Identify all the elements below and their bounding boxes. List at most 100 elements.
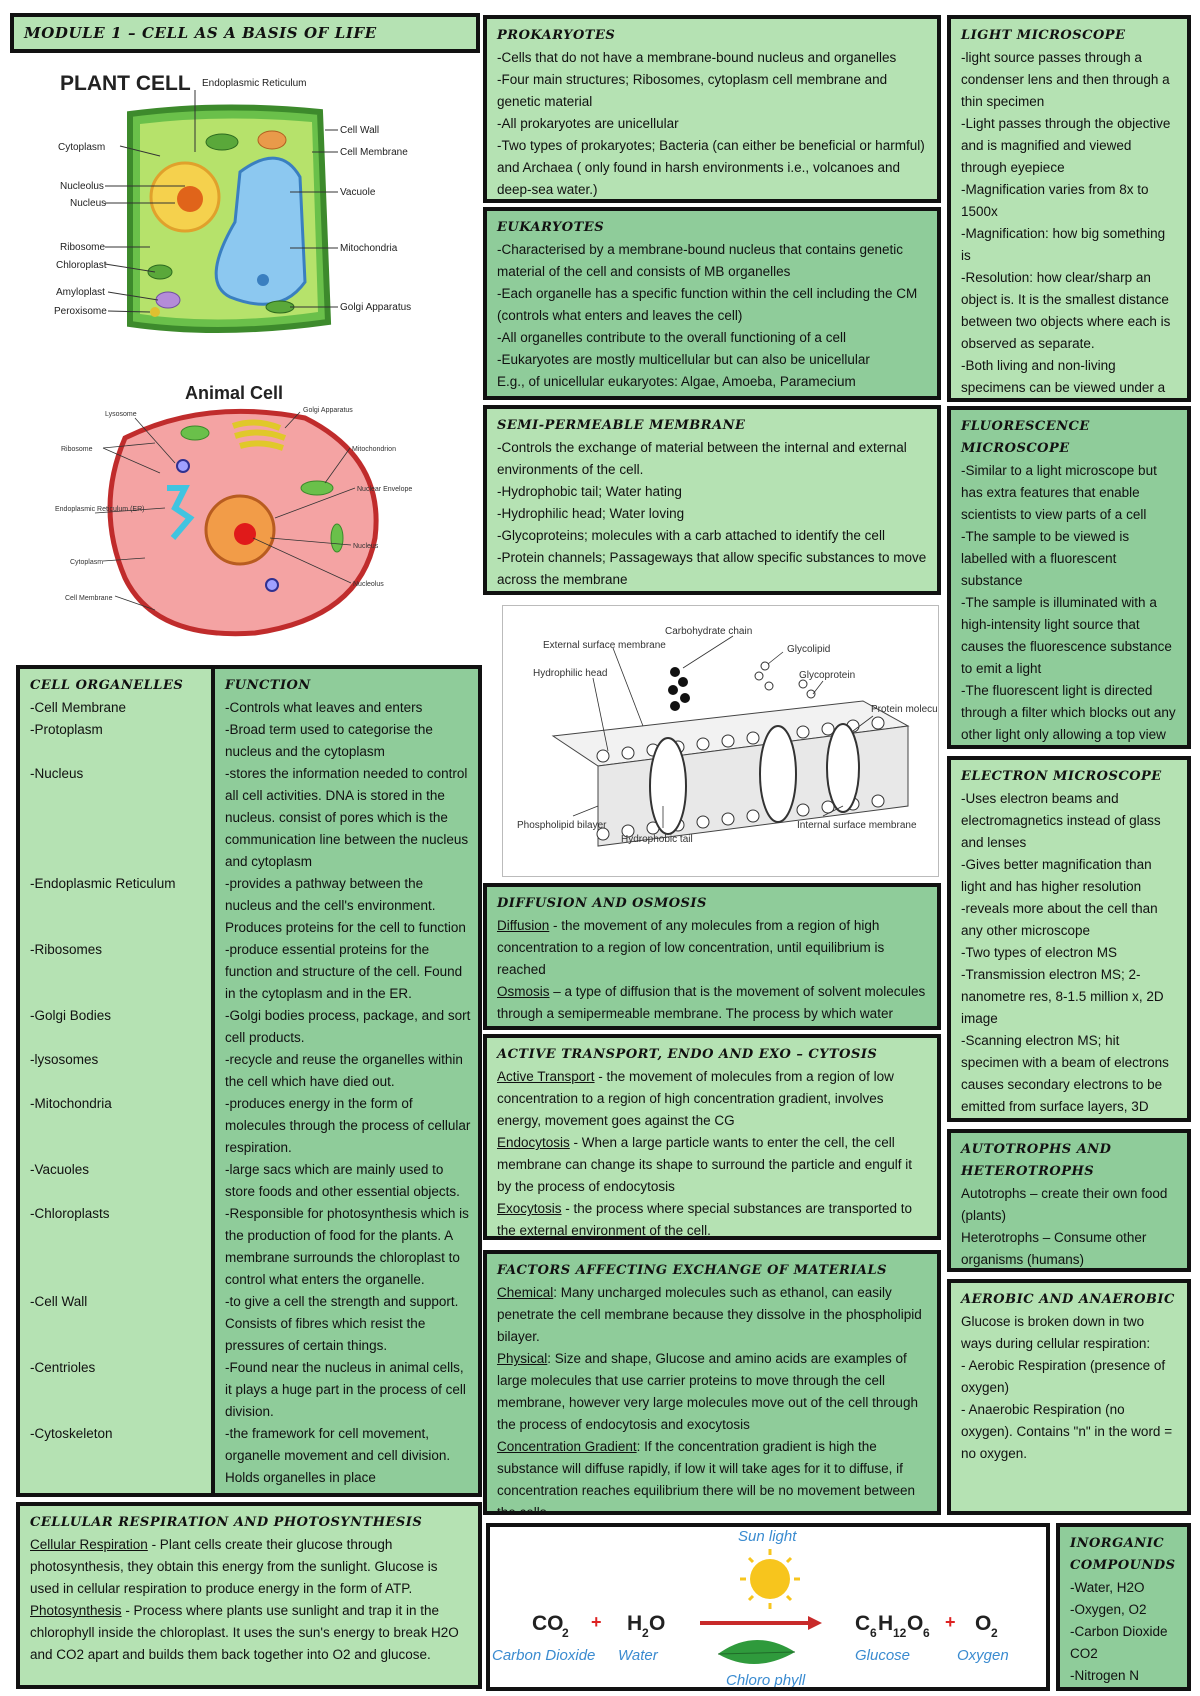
membrane-label-carb-chain: Carbohydrate chain bbox=[665, 626, 752, 637]
plant-label-cytoplasm: Cytoplasm bbox=[58, 142, 105, 153]
plant-label-nucleus: Nucleus bbox=[70, 198, 106, 209]
photosynthesis-paragraph: Photosynthesis - Process where plants us… bbox=[30, 1600, 468, 1666]
electron-line: -reveals more about the cell than any ot… bbox=[961, 901, 1158, 938]
autotrophs-line: Heterotrophs – Consume other organisms (… bbox=[961, 1230, 1147, 1267]
endocytosis-text: - When a large particle wants to enter t… bbox=[497, 1135, 913, 1194]
semi-permeable-line: -Controls the exchange of material betwe… bbox=[497, 440, 907, 477]
light-microscope-heading: LIGHT MICROSCOPE bbox=[961, 28, 1126, 43]
organelle-function: -produces energy in the form of molecule… bbox=[225, 1096, 471, 1155]
sun-icon bbox=[740, 1549, 800, 1609]
gradient-term: Concentration Gradient bbox=[497, 1439, 637, 1454]
diffusion-heading: DIFFUSION AND OSMOSIS bbox=[497, 896, 707, 911]
electron-microscope-box: ELECTRON MICROSCOPE -Uses electron beams… bbox=[947, 756, 1191, 1122]
organelle-name: -Ribosomes bbox=[30, 942, 103, 957]
organelle-name: -Mitochondria bbox=[30, 1096, 112, 1111]
physical-term: Physical bbox=[497, 1351, 548, 1366]
plant-label-chloroplast: Chloroplast bbox=[56, 260, 107, 271]
animal-label-nucleolus: Nucleolus bbox=[353, 581, 384, 588]
label-water: Water bbox=[618, 1647, 659, 1664]
plant-label-golgi: Golgi Apparatus bbox=[340, 302, 411, 313]
organelle-name: -Cell Wall bbox=[30, 1294, 88, 1309]
prokaryotes-heading: PROKARYOTES bbox=[497, 28, 616, 43]
glucose-o: O bbox=[907, 1612, 923, 1635]
co2-formula: CO bbox=[532, 1612, 564, 1635]
organelles-function-column: FUNCTION -Controls what leaves and enter… bbox=[215, 669, 478, 1493]
autotrophs-box: AUTOTROPHS AND HETEROTROPHS Autotrophs –… bbox=[947, 1129, 1191, 1272]
glucose-c: C bbox=[855, 1612, 870, 1635]
plant-cell-heading: PLANT CELL bbox=[60, 72, 191, 95]
inorganic-line: -Oxygen, O2 bbox=[1070, 1602, 1147, 1617]
organelle-function: -large sacs which are mainly used to sto… bbox=[225, 1162, 460, 1199]
active-transport-heading: ACTIVE TRANSPORT, ENDO AND EXO – CYTOSIS bbox=[497, 1047, 878, 1062]
leaf-icon bbox=[717, 1639, 796, 1665]
light-microscope-line: -Light passes through the objective and … bbox=[961, 116, 1171, 175]
plant-label-nucleolus: Nucleolus bbox=[60, 181, 104, 192]
organelle-function: -Broad term used to categorise the nucle… bbox=[225, 722, 433, 759]
osmosis-term: Osmosis bbox=[497, 984, 550, 999]
chlorophyll-label: Chloro phyll bbox=[726, 1672, 806, 1687]
eukaryotes-heading: EUKARYOTES bbox=[497, 220, 605, 235]
animal-label-nuclear-envelope: Nuclear Envelope bbox=[357, 486, 412, 493]
organelle-function: -Golgi bodies process, package, and sort… bbox=[225, 1008, 471, 1045]
chemical-text: : Many uncharged molecules such as ethan… bbox=[497, 1285, 922, 1344]
page-title-box: MODULE 1 – CELL AS A BASIS OF LIFE bbox=[10, 13, 480, 53]
aerobic-heading: AEROBIC AND ANAEROBIC bbox=[961, 1292, 1175, 1307]
organelle-function: -the framework for cell movement, organe… bbox=[225, 1426, 451, 1485]
prokaryotes-box: PROKARYOTES -Cells that do not have a me… bbox=[483, 15, 941, 203]
light-microscope-line: -Magnification varies from 8x to 1500x bbox=[961, 182, 1149, 219]
prokaryotes-line: -Four main structures; Ribosomes, cytopl… bbox=[497, 72, 888, 109]
respiration-heading: CELLULAR RESPIRATION AND PHOTOSYNTHESIS bbox=[30, 1515, 423, 1530]
glucose-h: H bbox=[878, 1612, 893, 1635]
electron-line: -Two types of electron MS bbox=[961, 945, 1118, 960]
animal-label-cell-membrane: Cell Membrane bbox=[65, 595, 113, 602]
membrane-label-glycoprotein: Glycoprotein bbox=[799, 670, 855, 681]
o2-formula: O bbox=[975, 1612, 991, 1635]
respiration-box: CELLULAR RESPIRATION AND PHOTOSYNTHESIS … bbox=[16, 1502, 482, 1689]
inorganic-heading: INORGANIC COMPOUNDS bbox=[1070, 1536, 1176, 1573]
membrane-label-external: External surface membrane bbox=[543, 640, 666, 651]
organelle-name: -Centrioles bbox=[30, 1360, 96, 1375]
inorganic-box: INORGANIC COMPOUNDS -Water, H2O -Oxygen,… bbox=[1056, 1523, 1191, 1691]
inorganic-line: -Carbon Dioxide CO2 bbox=[1070, 1624, 1168, 1661]
exocytosis-text: - the process where special substances a… bbox=[497, 1201, 912, 1238]
animal-label-ribosome: Ribosome bbox=[61, 446, 93, 453]
label-carbon-dioxide: Carbon Dioxide bbox=[492, 1647, 595, 1664]
h2o-h: H bbox=[627, 1612, 642, 1635]
photosynthesis-term: Photosynthesis bbox=[30, 1603, 122, 1618]
membrane-label-bilayer: Phospholipid bilayer bbox=[517, 820, 607, 831]
eukaryotes-box: EUKARYOTES -Characterised by a membrane-… bbox=[483, 207, 941, 400]
eukaryotes-line: -Characterised by a membrane-bound nucle… bbox=[497, 242, 903, 279]
o2-subscript: 2 bbox=[991, 1626, 998, 1640]
electron-line: -Uses electron beams and electromagnetic… bbox=[961, 791, 1161, 850]
organelle-name: -Vacuoles bbox=[30, 1162, 90, 1177]
organelle-function: -stores the information needed to contro… bbox=[225, 766, 469, 869]
light-microscope-box: LIGHT MICROSCOPE -light source passes th… bbox=[947, 15, 1191, 402]
active-transport-text: - the movement of molecules from a regio… bbox=[497, 1069, 894, 1128]
light-microscope-line: -light source passes through a condenser… bbox=[961, 50, 1170, 109]
active-transport-box: ACTIVE TRANSPORT, ENDO AND EXO – CYTOSIS… bbox=[483, 1034, 941, 1240]
glucose-h-sub: 12 bbox=[893, 1626, 907, 1640]
physical-text: : Size and shape, Glucose and amino acid… bbox=[497, 1351, 918, 1432]
fluorescence-heading: FLUORESCENCE MICROSCOPE bbox=[961, 419, 1090, 456]
organelle-name: -Nucleus bbox=[30, 766, 84, 781]
glucose-o-sub: 6 bbox=[923, 1626, 930, 1640]
organelle-name: -Golgi Bodies bbox=[30, 1008, 112, 1023]
autotrophs-line: Autotrophs – create their own food (plan… bbox=[961, 1186, 1168, 1223]
semi-permeable-line: -Glycoproteins; molecules with a carb at… bbox=[497, 528, 885, 543]
semi-permeable-line: -Protein channels; Passageways that allo… bbox=[497, 550, 927, 587]
chemical-paragraph: Chemical: Many uncharged molecules such … bbox=[497, 1282, 927, 1348]
plant-label-peroxisome: Peroxisome bbox=[54, 306, 107, 317]
chemical-term: Chemical bbox=[497, 1285, 554, 1300]
prokaryotes-line: -Cells that do not have a membrane-bound… bbox=[497, 50, 897, 65]
organelle-function: -Responsible for photosynthesis which is… bbox=[225, 1206, 469, 1287]
aerobic-box: AEROBIC AND ANAEROBIC Glucose is broken … bbox=[947, 1279, 1191, 1515]
electron-line: -Scanning electron MS; hit specimen with… bbox=[961, 1033, 1169, 1114]
eukaryotes-line: -All organelles contribute to the overal… bbox=[497, 330, 846, 345]
membrane-label-glycolipid: Glycolipid bbox=[787, 644, 830, 655]
organelle-name: -Cell Membrane bbox=[30, 700, 127, 715]
aerobic-line: Glucose is broken down in two ways durin… bbox=[961, 1314, 1151, 1351]
semi-permeable-box: SEMI-PERMEABLE MEMBRANE -Controls the ex… bbox=[483, 405, 941, 595]
eukaryotes-line: -Eukaryotes are mostly multicellular but… bbox=[497, 352, 870, 367]
h2o-o: O bbox=[649, 1612, 665, 1635]
inorganic-line: -Water, H2O bbox=[1070, 1580, 1145, 1595]
